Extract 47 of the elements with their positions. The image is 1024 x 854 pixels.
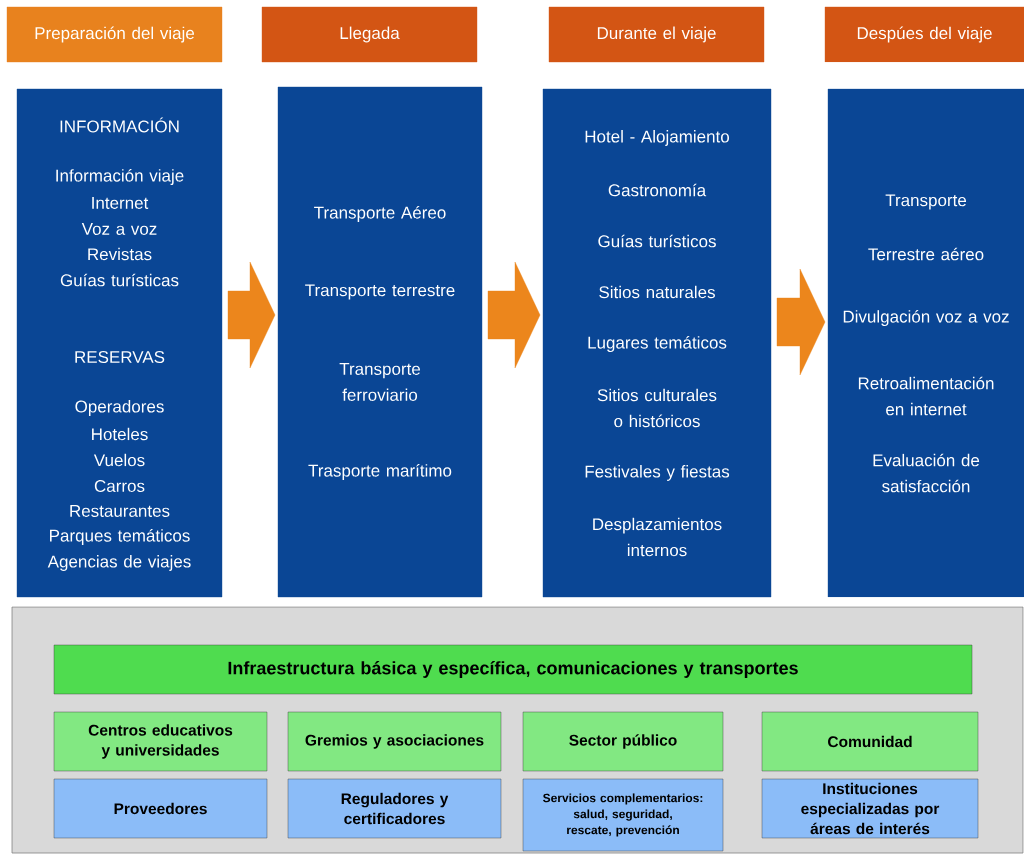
list-text: Transporte ferroviario [339, 363, 421, 401]
list-text: Transporte terrestre [305, 284, 455, 300]
actor-box: Reguladores y certificadores [287, 778, 502, 839]
list-text: Revistas [88, 247, 152, 261]
list-text: Sitios culturales o históricos [597, 388, 717, 428]
list-text: Retroalimentación en internet [858, 376, 994, 416]
list-text: Evaluación de satisfacción [873, 453, 980, 493]
head-box: Llegada [261, 6, 478, 63]
list-text: Operadores [75, 400, 164, 416]
list-text: Gastronomía [608, 183, 707, 197]
list-text: Información viaje [56, 169, 184, 186]
list-text: Internet [92, 197, 149, 209]
actor-box: Gremios y asociaciones [287, 711, 502, 772]
list-text: Restaurantes [70, 505, 170, 517]
list-text: Parques temáticos [50, 529, 190, 546]
list-text: Sitios naturales [599, 285, 715, 299]
block-arrow [227, 261, 276, 369]
actor-box: Centros educativos y universidades [53, 711, 268, 772]
list-text: Carros [94, 480, 145, 493]
block-arrow [487, 261, 541, 369]
actor-box: Instituciones especializadas por áreas de interés [761, 778, 979, 839]
list-text: Divulgación voz a voz [843, 310, 1009, 327]
list-text: Hoteles [92, 427, 148, 441]
list-text: Vuelos [93, 453, 145, 467]
list-text: Transporte Aéreo [314, 206, 446, 223]
head-box: Durante el viaje [548, 6, 765, 63]
list-text: Agencias de viajes [47, 555, 191, 571]
list-text: Transporte [885, 194, 967, 210]
list-text: Terrestre aéreo [868, 247, 984, 261]
infrastructure-box: Infraestructura básica y específica, comunicaciones y transportes [53, 644, 973, 695]
actor-box: Comunidad [761, 711, 979, 772]
actor-box: Servicios complementarios: salud, seguridad, rescate, prevención [522, 778, 724, 852]
list-text: INFORMACIÓN [60, 117, 179, 133]
actor-box: Proveedores [53, 778, 268, 839]
list-text: Lugares temáticos [588, 336, 727, 353]
list-text: Desplazamientos internos [593, 517, 722, 557]
list-text: Guías turísticos [598, 234, 716, 248]
list-text: RESERVAS [75, 351, 165, 364]
actor-box: Sector público [522, 711, 724, 772]
list-text: Hotel - Alojamiento [585, 130, 729, 146]
head-box: Despúes del viaje [824, 6, 1024, 63]
list-text: Trasporte marítimo [308, 464, 452, 481]
list-text: Guías turísticas [60, 273, 179, 287]
block-arrow [776, 268, 826, 376]
list-text: Voz a voz [81, 223, 157, 235]
head-box: Preparación del viaje [6, 6, 223, 63]
list-text: Festivales y fiestas [585, 465, 730, 481]
